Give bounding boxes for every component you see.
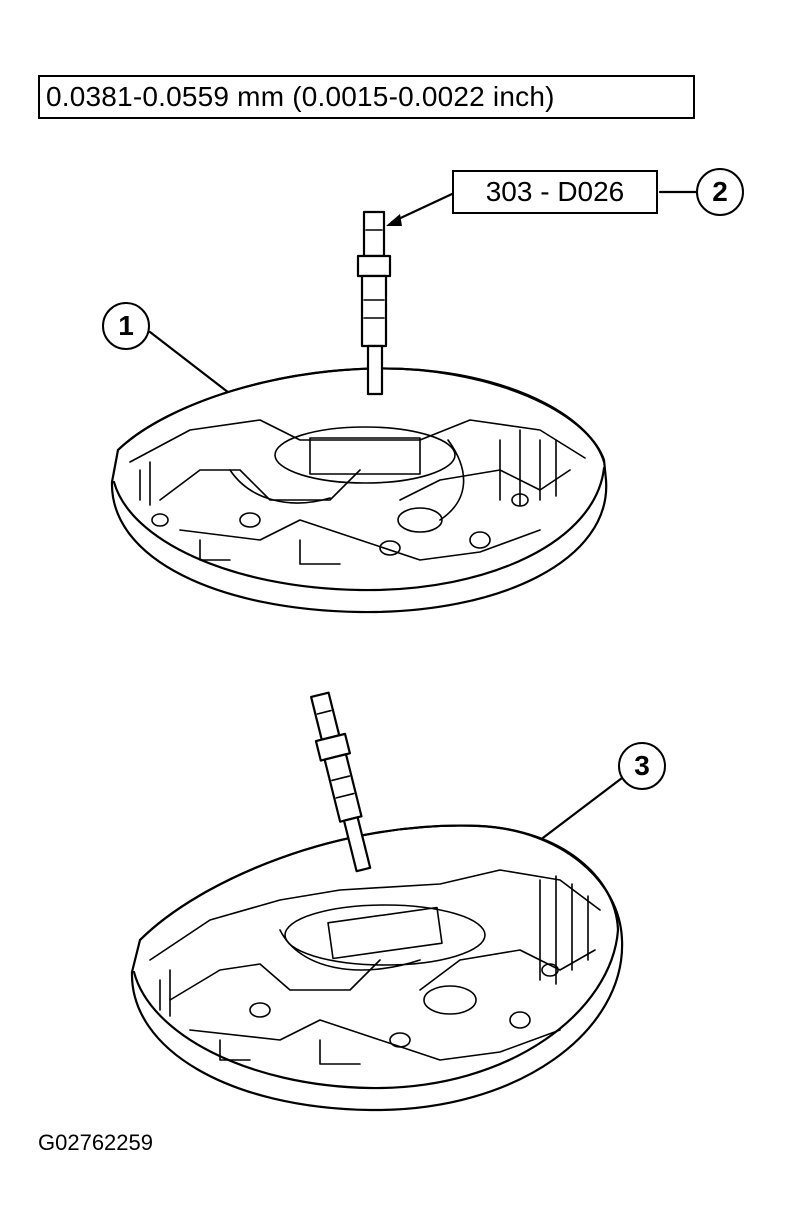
upper-pump-body	[110, 367, 608, 614]
arrowhead-2	[386, 214, 402, 226]
leader-2-to-tool	[390, 192, 454, 224]
lower-gauge-tool	[310, 691, 372, 873]
tool-number-label: 303 - D026	[452, 170, 658, 214]
upper-gauge-tool	[356, 210, 392, 396]
clearance-spec-label: 0.0381-0.0559 mm (0.0015-0.0022 inch)	[38, 75, 695, 119]
lower-pump-body	[130, 824, 624, 1112]
callout-1: 1	[102, 302, 150, 350]
figure-code: G02762259	[38, 1130, 153, 1155]
callout-2: 2	[696, 168, 744, 216]
callout-3: 3	[618, 742, 666, 790]
